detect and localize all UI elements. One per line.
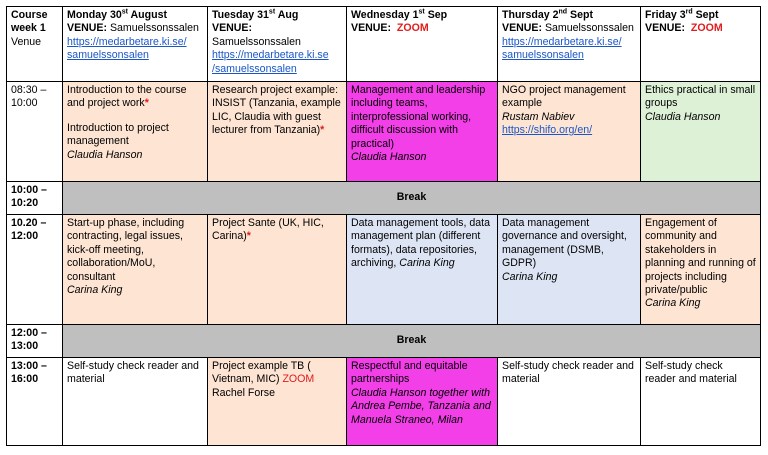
- session-wed-1300: Respectful and equitable partnerships Cl…: [346, 357, 498, 446]
- time-cell-1020: 10.20 – 12:00: [6, 214, 63, 325]
- venue-link-thursday[interactable]: https://medarbetare.ki.se/samuelssonsale…: [502, 35, 622, 62]
- header-thursday: Thursday 2nd Sept VENUE: Samuelssonssale…: [497, 6, 641, 82]
- lecturer: Claudia Hanson together with Andrea Pemb…: [351, 386, 491, 426]
- shifo-link[interactable]: https://shifo.org/en/: [502, 124, 593, 137]
- day-title-tuesday: Tuesday 31st Aug: [212, 8, 299, 21]
- header-row: Course week 1 Venue Monday 30st August V…: [6, 6, 761, 82]
- corner-course: Course: [11, 9, 48, 21]
- lecturer: Carina King: [645, 297, 701, 310]
- session-wed-1020: Data management tools, data management p…: [346, 214, 498, 325]
- lecturer: Claudia Hanson: [67, 148, 143, 161]
- session-wed-0830: Management and leadership including team…: [346, 81, 498, 182]
- lecturer: Claudia Hanson: [351, 151, 427, 164]
- session-fri-1020: Engagement of community and stakeholders…: [640, 214, 761, 325]
- venue-link-monday[interactable]: https://medarbetare.ki.se/samuelssonsale…: [67, 35, 187, 62]
- venue-tuesday: VENUE: Samuelssonssalen: [212, 22, 301, 48]
- session-thu-1300: Self-study check reader and material: [497, 357, 641, 446]
- time-cell-1200: 12:00 – 13:00: [6, 324, 63, 358]
- session-fri-1300: Self-study check reader and material: [640, 357, 761, 446]
- break-label: Break: [62, 181, 761, 215]
- venue-wednesday: VENUE: ZOOM: [351, 22, 429, 35]
- venue-monday: VENUE: Samuelssonssalen: [67, 22, 199, 35]
- lecturer: Claudia Hanson: [645, 110, 721, 123]
- session-tue-1020: Project Sante (UK, HIC, Carina)*: [207, 214, 347, 325]
- break-row-1200: 12:00 – 13:00 Break: [6, 324, 761, 358]
- session-tue-0830: Research project example: INSIST (Tanzan…: [207, 81, 347, 182]
- header-wednesday: Wednesday 1st Sep VENUE: ZOOM: [346, 6, 498, 82]
- lecturer: Rustam Nabiev: [502, 110, 575, 123]
- day-title-monday: Monday 30st August: [67, 8, 168, 21]
- header-monday: Monday 30st August VENUE: Samuelssonssal…: [62, 6, 208, 82]
- time-cell-0830: 08:30 – 10:00: [6, 81, 63, 182]
- venue-friday: VENUE: ZOOM: [645, 22, 723, 35]
- session-fri-0830: Ethics practical in small groups Claudia…: [640, 81, 761, 182]
- header-friday: Friday 3rd Sept VENUE: ZOOM: [640, 6, 761, 82]
- corner-venue: Venue: [11, 35, 42, 48]
- session-mon-1300: Self-study check reader and material: [62, 357, 208, 446]
- session-mon-1020: Start-up phase, including contracting, l…: [62, 214, 208, 325]
- day-title-friday: Friday 3rd Sept: [645, 8, 719, 21]
- lecturer: Carina King: [67, 284, 123, 297]
- session-thu-1020: Data management governance and oversight…: [497, 214, 641, 325]
- break-label: Break: [62, 324, 761, 358]
- star-marker: *: [144, 97, 149, 110]
- day-title-thursday: Thursday 2nd Sept: [502, 8, 593, 21]
- star-marker: *: [246, 230, 251, 243]
- schedule-wrapper: Course week 1 Venue Monday 30st August V…: [6, 6, 761, 446]
- day-title-wednesday: Wednesday 1st Sep: [351, 8, 448, 21]
- corner-cell: Course week 1 Venue: [6, 6, 63, 82]
- slot-row-1300: 13:00 – 16:00 Self-study check reader an…: [6, 357, 761, 446]
- lecturer: Carina King: [502, 270, 558, 283]
- corner-week: week 1: [11, 22, 46, 35]
- time-cell-1300: 13:00 – 16:00: [6, 357, 63, 446]
- break-row-1000: 10:00 – 10:20 Break: [6, 181, 761, 215]
- zoom-label: ZOOM: [282, 373, 315, 386]
- zoom-label-friday: ZOOM: [690, 22, 723, 35]
- venue-link-tuesday[interactable]: https://medarbetare.ki.se/samuelssonsale…: [212, 49, 329, 75]
- time-cell-1000: 10:00 – 10:20: [6, 181, 63, 215]
- star-marker: *: [320, 124, 325, 137]
- session-mon-0830: Introduction to the course and project w…: [62, 81, 208, 182]
- schedule-table: Course week 1 Venue Monday 30st August V…: [6, 6, 761, 446]
- lecturer: Rachel Forse: [212, 386, 275, 399]
- venue-thursday: VENUE: Samuelssonssalen: [502, 22, 634, 35]
- header-tuesday: Tuesday 31st Aug VENUE: Samuelssonssalen…: [207, 6, 347, 82]
- slot-row-0830: 08:30 – 10:00 Introduction to the course…: [6, 81, 761, 182]
- session-tue-1300: Project example TB ( Vietnam, MIC) ZOOM …: [207, 357, 347, 446]
- lecturer: Carina King: [399, 257, 455, 270]
- slot-row-1020: 10.20 – 12:00 Start-up phase, including …: [6, 214, 761, 325]
- zoom-label-wednesday: ZOOM: [396, 22, 429, 35]
- session-thu-0830: NGO project management example Rustam Na…: [497, 81, 641, 182]
